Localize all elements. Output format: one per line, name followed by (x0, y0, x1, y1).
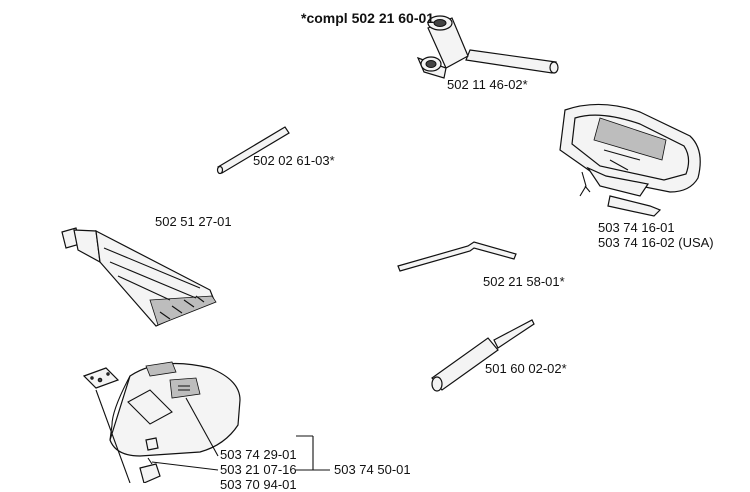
part-label-harness-1: 503 74 16-01 (598, 220, 675, 235)
spanner-drawing (416, 15, 559, 79)
part-label-grease-tube: 502 51 27-01 (155, 214, 232, 229)
grease-tube-drawing (61, 227, 217, 327)
part-label-spanner: 502 11 46-02* (447, 77, 528, 92)
part-label-rod: 502 02 61-03* (253, 153, 335, 168)
part-label-file: 501 60 02-02* (485, 361, 567, 376)
part-label-guard-kit: 503 74 50-01 (334, 462, 411, 477)
rod-drawing (216, 126, 290, 175)
part-label-hex-key: 502 21 58-01* (483, 274, 565, 289)
part-label-guard-screw: 503 21 07-16 (220, 462, 297, 477)
file-drawing (431, 319, 535, 392)
guard-drawing (82, 361, 330, 484)
hex-key-drawing (397, 241, 517, 272)
part-label-harness-2: 503 74 16-02 (USA) (598, 235, 714, 250)
part-label-guard-partial: 503 70 94-01 (220, 477, 297, 492)
kit-title: *compl 502 21 60-01 (301, 10, 435, 26)
part-label-guard-plate: 503 74 29-01 (220, 447, 297, 462)
harness-drawing (559, 103, 701, 217)
